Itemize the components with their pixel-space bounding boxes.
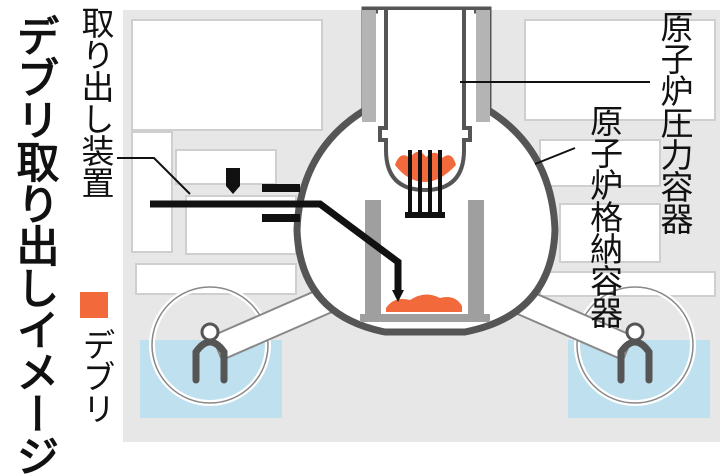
shield-wall [362,10,490,122]
removal-device-label: 取り出し装置 [76,6,115,198]
device-body [226,168,240,194]
rpv-label: 原子炉圧力容器 [655,10,694,234]
reactor-pressure-vessel [378,10,472,193]
debris-on-floor [386,294,462,312]
debris-swatch [80,292,108,318]
legend-label: デブリ [77,328,116,424]
arm-tip [392,290,404,302]
downcomers [192,338,653,384]
pcv-label: 原子炉格納容器 [584,104,624,328]
pedestal [365,200,484,320]
diagram-canvas [117,6,720,442]
debris-removal-diagram: デブリ取り出しイメージ 取り出し装置 原子炉圧力容器 原子炉格納容器 デブリ [9,6,720,476]
control-rods [408,150,442,215]
right-building [524,19,716,297]
diagram-title: デブリ取り出しイメージ [9,14,59,476]
removal-device [150,184,402,290]
leader-lines [117,81,650,195]
